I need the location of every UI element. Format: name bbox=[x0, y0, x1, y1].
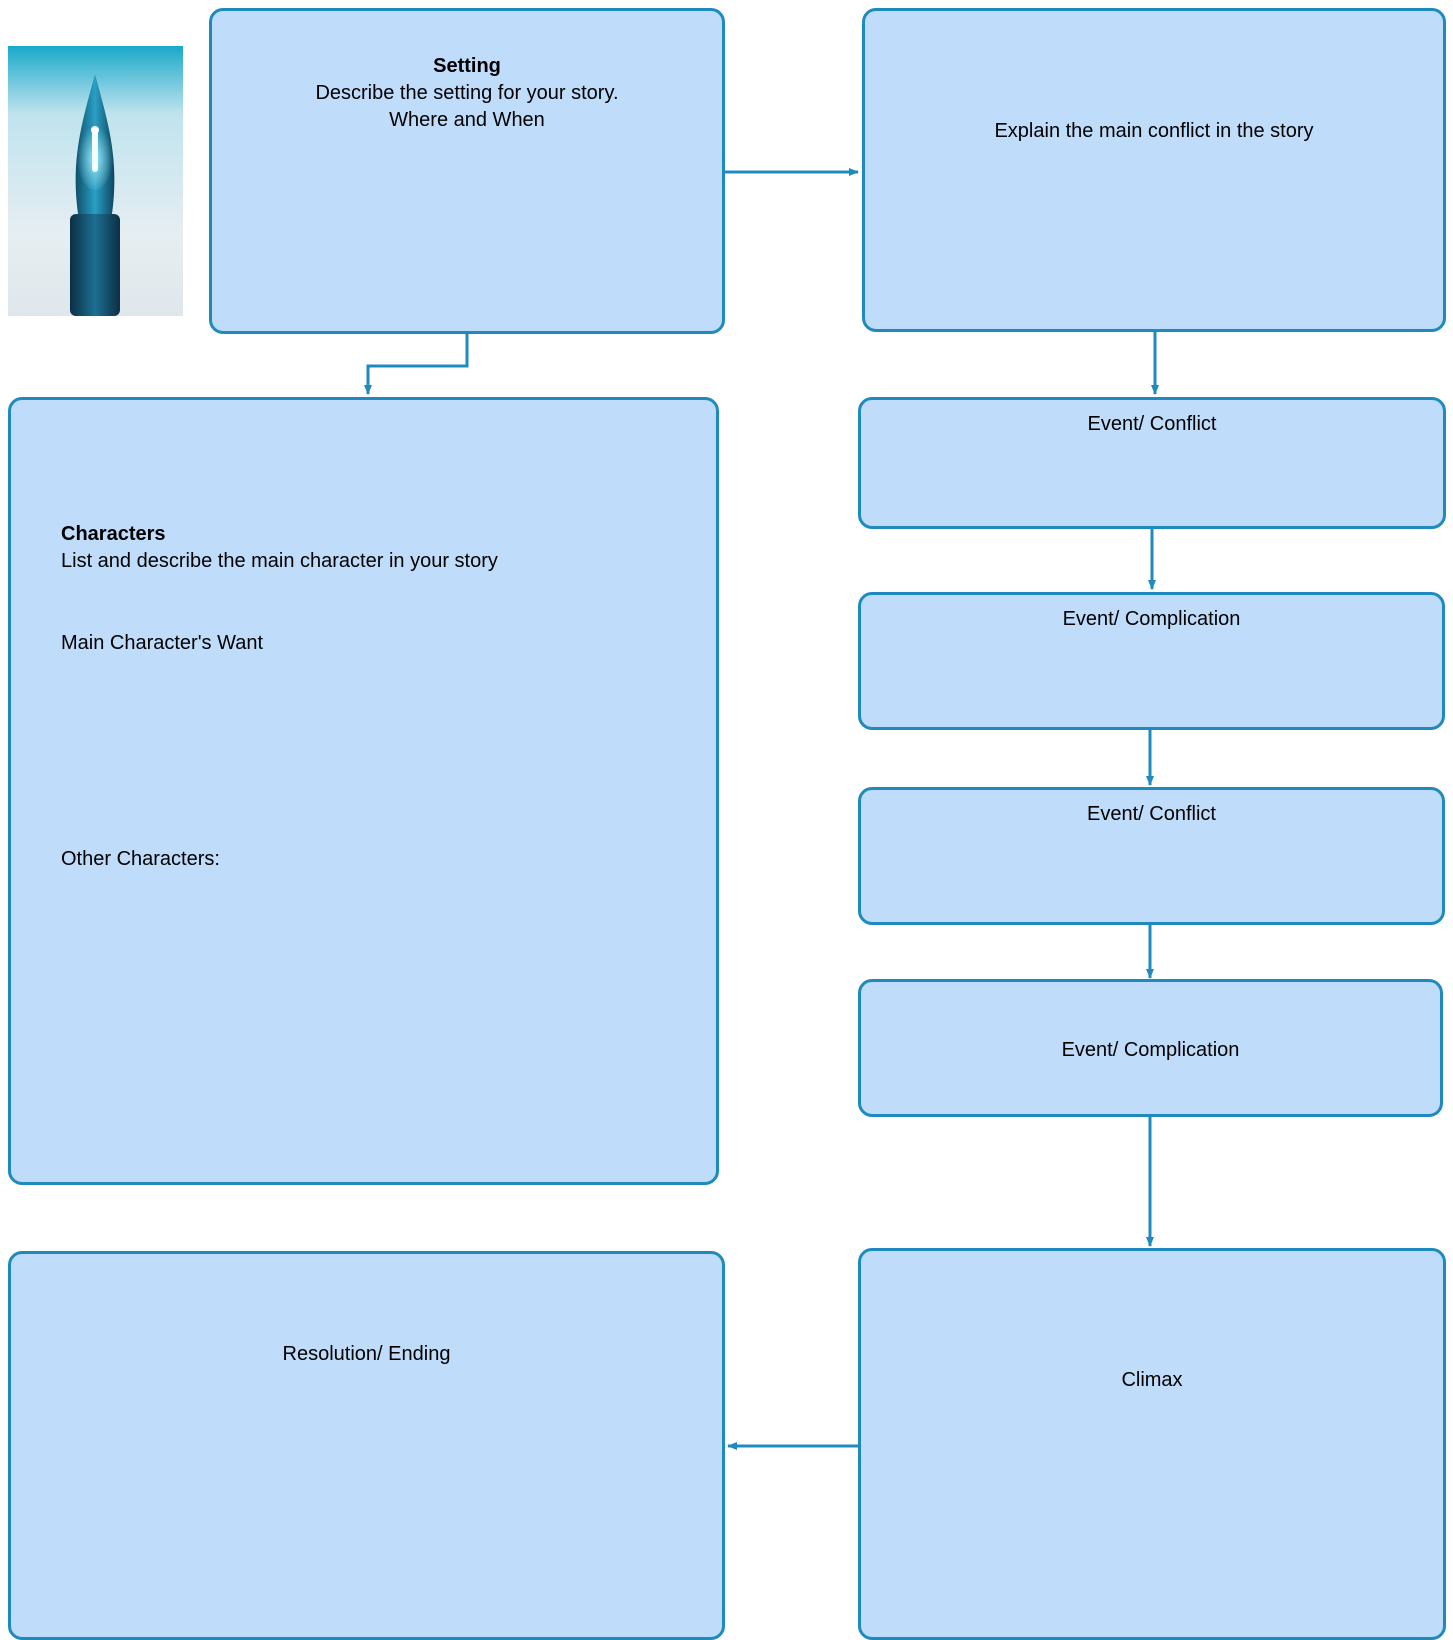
event-label-4: Event/ Complication bbox=[1061, 1039, 1240, 1061]
event-label-3: Event/ Conflict bbox=[1087, 803, 1216, 825]
fountain-pen-nib-icon bbox=[8, 46, 183, 316]
event-box-2[interactable]: Event/ Complication bbox=[858, 592, 1445, 730]
climax-box[interactable]: Climax bbox=[858, 1248, 1446, 1640]
event-box-4[interactable]: Event/ Complication bbox=[858, 979, 1443, 1117]
setting-title: Setting bbox=[433, 55, 501, 77]
characters-title: Characters bbox=[61, 523, 166, 545]
climax-label: Climax bbox=[1121, 1369, 1183, 1391]
setting-prompt-where-when: Where and When bbox=[389, 109, 545, 131]
main-character-want-label: Main Character's Want bbox=[61, 632, 264, 654]
main-conflict-prompt: Explain the main conflict in the story bbox=[994, 120, 1314, 142]
resolution-box[interactable]: Resolution/ Ending bbox=[8, 1251, 725, 1640]
main-conflict-box[interactable]: Explain the main conflict in the story bbox=[862, 8, 1446, 332]
event-label-1: Event/ Conflict bbox=[1087, 413, 1217, 435]
other-characters-label: Other Characters: bbox=[61, 848, 220, 870]
event-label-2: Event/ Complication bbox=[1062, 608, 1241, 630]
arrow-setting-to-characters bbox=[364, 332, 469, 395]
event-box-3[interactable]: Event/ Conflict bbox=[858, 787, 1445, 925]
event-box-1[interactable]: Event/ Conflict bbox=[858, 397, 1446, 529]
setting-box[interactable]: Setting Describe the setting for your st… bbox=[209, 8, 725, 334]
resolution-label: Resolution/ Ending bbox=[282, 1343, 451, 1365]
characters-box[interactable]: Characters List and describe the main ch… bbox=[8, 397, 719, 1185]
characters-prompt: List and describe the main character in … bbox=[61, 550, 498, 572]
setting-prompt: Describe the setting for your story. bbox=[315, 82, 619, 104]
